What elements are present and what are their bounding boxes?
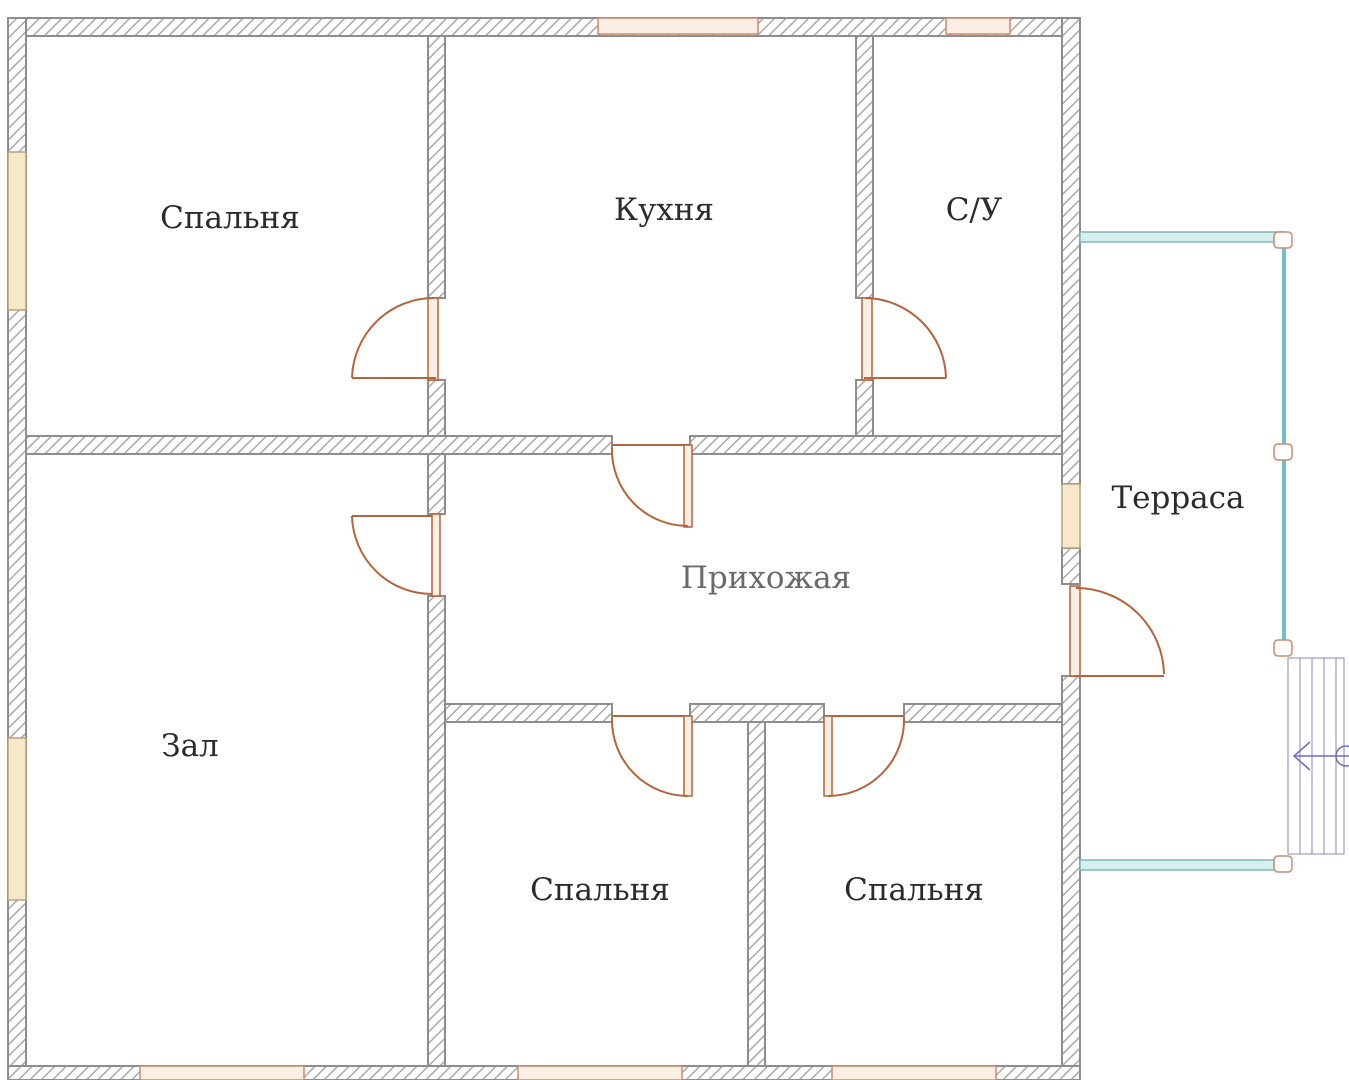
windows — [7, 17, 1081, 1080]
door-bedroom-top-left — [351, 297, 439, 381]
terrace-post-1 — [1273, 231, 1293, 249]
door-bedroom-bottom-middle — [610, 715, 693, 797]
room-label-bedroom-top-left: Спальня — [160, 200, 300, 236]
wall-lower-horizontal-mid — [689, 703, 825, 723]
wall-lower-horizontal-left — [444, 703, 613, 723]
stairs-direction-arrow-icon — [1292, 741, 1349, 771]
terrace-post-2 — [1273, 443, 1293, 461]
wall-kitchen-bath-top — [855, 35, 874, 299]
terrace-post-4 — [1273, 855, 1293, 873]
room-label-terrace: Терраса — [1111, 480, 1244, 516]
room-label-kitchen: Кухня — [614, 192, 714, 228]
doors — [351, 297, 1165, 797]
terrace-stairs — [1287, 657, 1349, 855]
window-right-hallway — [1061, 483, 1081, 549]
window-top-kitchen — [597, 17, 759, 35]
wall-upper-horizontal-right — [689, 435, 1063, 455]
door-bedroom-bottom-right — [823, 715, 906, 797]
room-label-bedroom-bottom-middle: Спальня — [530, 872, 670, 908]
window-top-bathroom — [945, 17, 1011, 35]
window-bottom-hall — [139, 1065, 305, 1080]
door-entrance — [1069, 585, 1165, 677]
outer-wall-top — [7, 17, 1081, 37]
window-left-hall — [7, 737, 27, 901]
terrace-rail-bottom — [1079, 859, 1285, 871]
terrace-glazing — [1079, 231, 1293, 873]
wall-upper-horizontal-left — [25, 435, 613, 455]
outer-wall-right-lower — [1061, 675, 1081, 1080]
outer-wall-right-mid — [1061, 547, 1081, 585]
wall-kitchen-bath-bottom — [855, 379, 874, 437]
terrace-post-3 — [1273, 639, 1293, 657]
room-label-bathroom: С/У — [946, 192, 1003, 228]
wall-lower-horizontal-right — [903, 703, 1063, 723]
room-labels: Спальня Кухня С/У Терраса Прихожая Зал С… — [160, 192, 1244, 908]
door-bathroom — [861, 297, 947, 381]
wall-hall-hallway-bottom — [427, 595, 446, 1067]
door-kitchen — [610, 444, 693, 528]
door-living-room — [351, 513, 441, 597]
wall-bottom-bedrooms — [747, 721, 766, 1067]
window-bottom-bedroom-middle — [517, 1065, 683, 1080]
walls — [7, 17, 1081, 1080]
room-label-living-room: Зал — [161, 728, 219, 764]
room-label-bedroom-bottom-right: Спальня — [844, 872, 984, 908]
wall-bedroom-kitchen-bottom — [427, 379, 446, 437]
room-label-hallway: Прихожая — [681, 560, 851, 596]
wall-hall-hallway-top — [427, 453, 446, 515]
outer-wall-right-upper — [1061, 17, 1081, 485]
window-bottom-bedroom-right — [831, 1065, 997, 1080]
terrace-rail-top — [1079, 231, 1285, 243]
wall-bedroom-kitchen-top — [427, 35, 446, 299]
window-left-bedroom — [7, 151, 27, 311]
